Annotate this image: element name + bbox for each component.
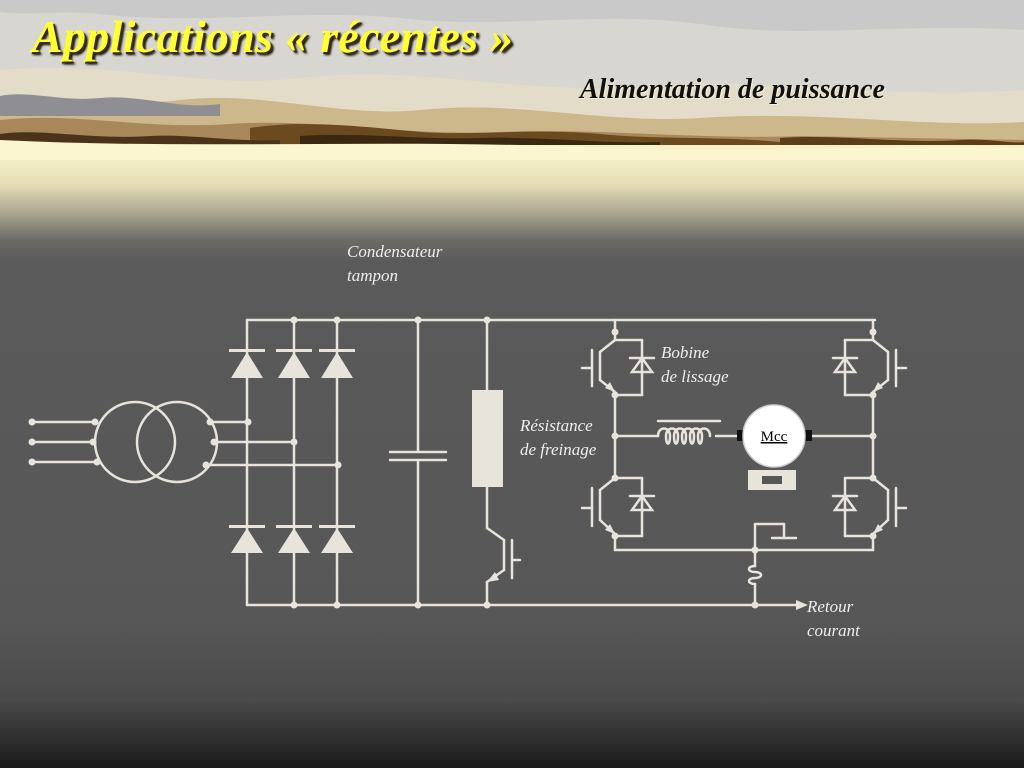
igbt-lower-left: [580, 476, 656, 538]
header-landscape-banner: [0, 0, 1024, 160]
return-current-arrow: [796, 600, 808, 610]
rectifier-diodes: [229, 349, 355, 553]
label-courant: courant: [807, 621, 861, 640]
current-return-sensor: [747, 522, 802, 607]
braking-resistor: [472, 390, 503, 487]
three-phase-input: [30, 420, 99, 464]
igbt-arrows: [487, 382, 883, 582]
label-de-freinage: de freinage: [520, 440, 597, 459]
junction-dots: [28, 316, 877, 609]
label-de-lissage: de lissage: [661, 367, 729, 386]
buffer-capacitor: [388, 318, 448, 607]
label-retour: Retour: [806, 597, 854, 616]
smoothing-coil: [613, 419, 875, 445]
label-condensateur: Condensateur: [347, 242, 443, 261]
freewheel-diodes: [629, 355, 858, 512]
transformer-symbol: [93, 400, 219, 484]
motor-label: Mcc: [761, 429, 788, 445]
slide-title: Applications « récentes »: [32, 11, 514, 62]
dc-motor: Mcc: [737, 404, 812, 490]
igbt-upper-right: [831, 338, 908, 397]
label-resistance: Résistance: [519, 416, 593, 435]
transformer-secondary-wires: [204, 420, 340, 467]
igbt-lower-right: [831, 476, 908, 538]
label-tampon: tampon: [347, 266, 398, 285]
slide-subtitle: Alimentation de puissance: [580, 74, 885, 105]
braking-resistor-branch: [485, 318, 522, 607]
igbt-upper-left: [580, 338, 656, 397]
label-bobine: Bobine: [661, 343, 710, 362]
